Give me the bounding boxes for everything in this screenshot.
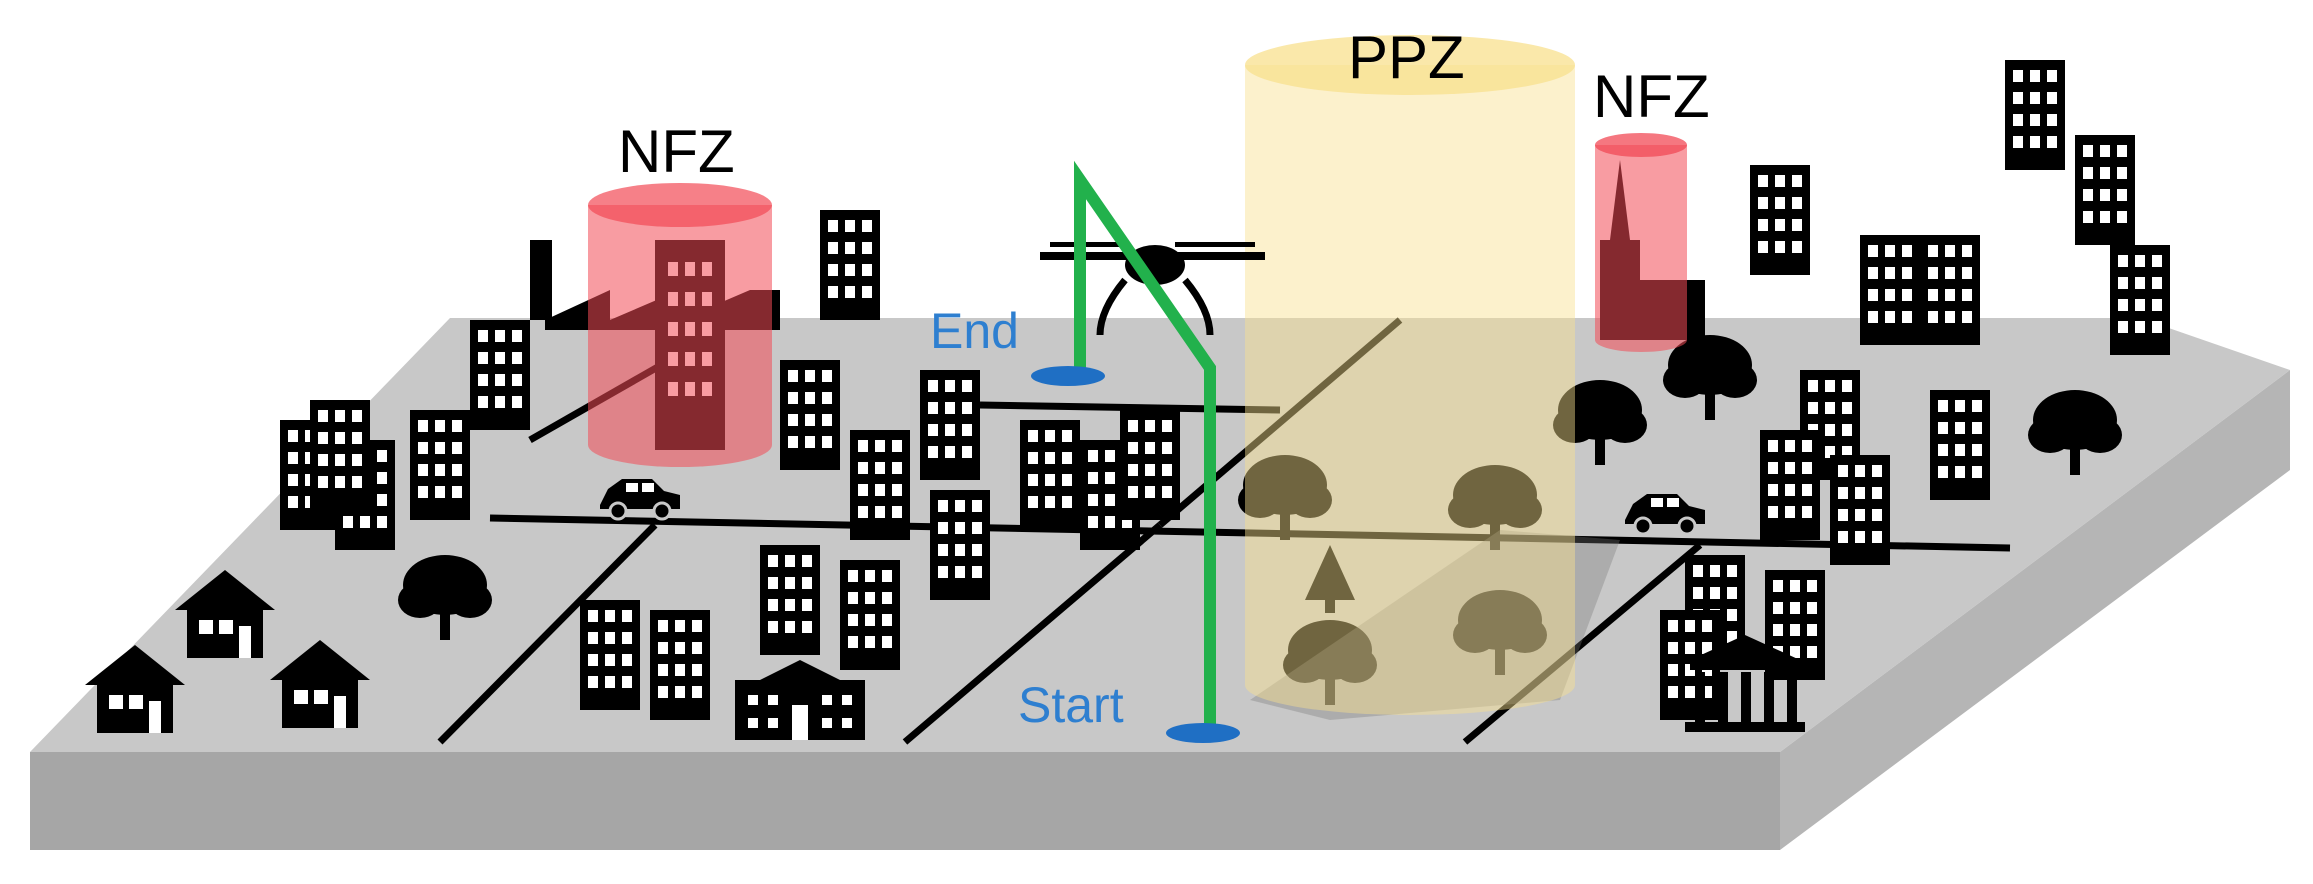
school-icon [735,660,865,740]
nfz-cylinder-right [1595,133,1687,352]
government-building-icon [1685,635,1805,732]
ground-right-face [1780,370,2290,850]
ppz-label: PPZ [1348,24,1465,91]
nfz-cylinder-left [588,183,772,467]
end-label: End [930,303,1019,359]
ground-front-face [30,752,1780,850]
nfz-left-label: NFZ [618,118,735,185]
flight-path [1074,160,1216,733]
ppz-trees [1238,455,1547,705]
ppz-shadow [1250,530,1620,720]
start-point-marker [1166,723,1240,743]
ppz-cylinder [1245,35,1575,715]
end-point-marker [1031,366,1105,386]
start-label: Start [1018,677,1124,733]
pine-tree-icon [1305,545,1355,600]
nfz-right-label: NFZ [1593,63,1710,130]
